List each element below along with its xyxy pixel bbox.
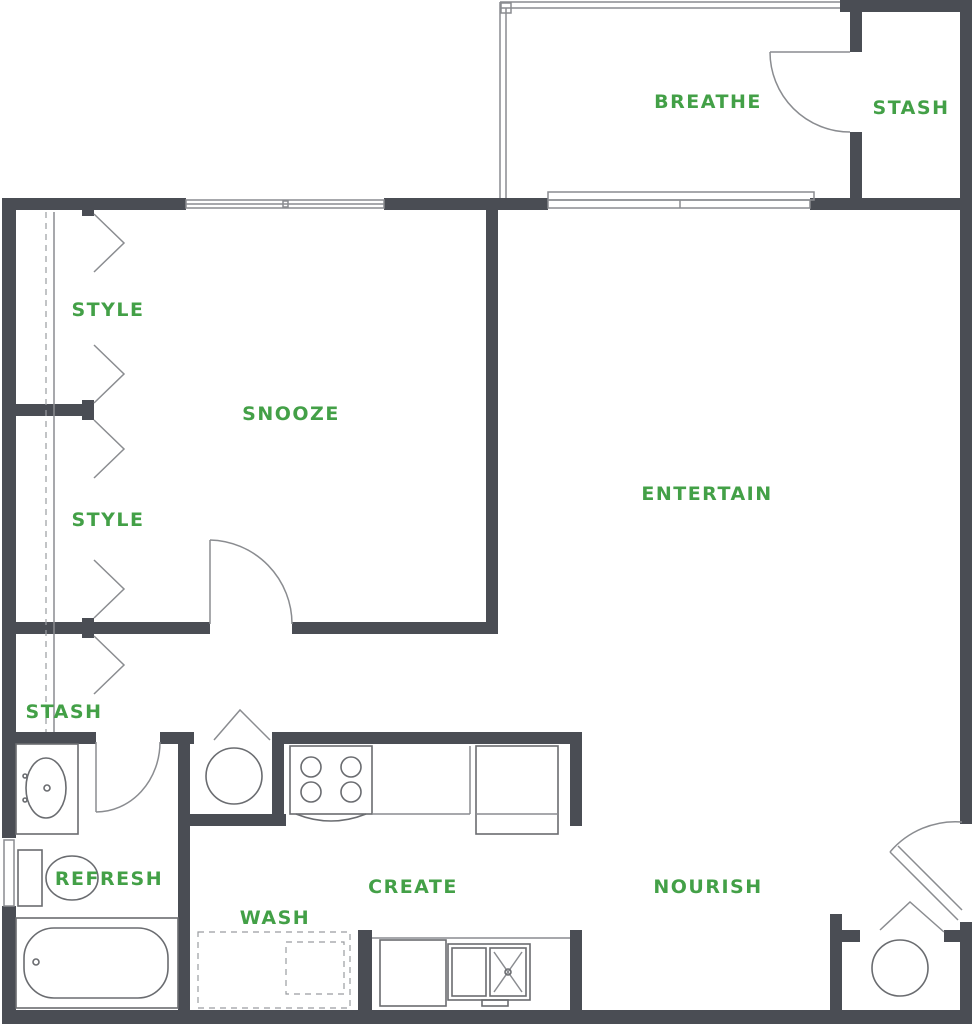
entry-closet-fixtures [871,900,945,997]
balcony-outline [499,1,840,200]
room-label-style-upper: STYLE [71,299,145,321]
doors [95,51,963,921]
room-label-refresh: REFRESH [54,868,164,890]
room-label-stash-top: STASH [872,97,950,119]
utility-fixtures [197,708,351,1009]
room-label-nourish: NOURISH [653,876,763,898]
kitchen-fixtures [289,745,570,1007]
room-label-style-lower: STYLE [71,509,145,531]
room-label-snooze: SNOOZE [242,403,340,425]
room-label-create: CREATE [368,876,458,898]
room-label-breathe: BREATHE [654,91,762,113]
closet-doors [45,212,126,732]
room-label-entertain: ENTERTAIN [641,483,773,505]
room-label-stash-left: STASH [25,701,103,723]
windows [3,191,815,907]
room-label-wash: WASH [239,907,311,929]
bathroom-fixtures [15,743,179,1009]
